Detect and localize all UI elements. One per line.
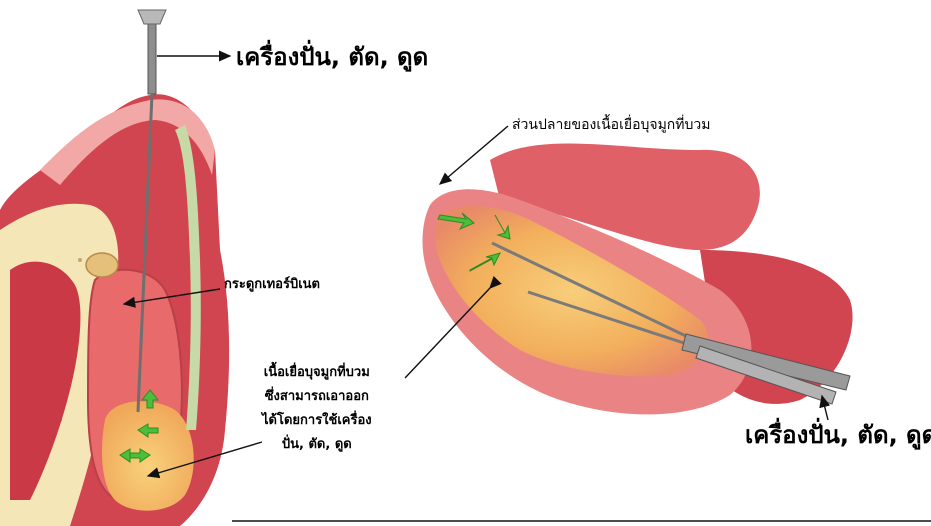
- instrument-handle-left: [138, 10, 166, 24]
- left-cross-section: [0, 10, 229, 526]
- label-swollen-tissue-line-4: ปั่น, ตัด, ดูด: [262, 433, 372, 457]
- sinus-opening: [86, 253, 118, 277]
- instrument-shaft-left: [148, 22, 156, 94]
- label-polyp-tip: ส่วนปลายของเนื้อเยื่อบุจมูกที่บวม: [512, 117, 710, 135]
- right-tissue-illustration: [423, 143, 853, 414]
- label-instrument-right: เครื่องปั่น, ตัด, ดูด: [745, 420, 931, 450]
- label-instrument-top: เครื่องปั่น, ตัด, ดูด: [236, 42, 428, 72]
- label-swollen-tissue: เนื้อเยื่อบุจมูกที่บวม ซึ่งสามารถเอาออก …: [262, 361, 372, 457]
- label-turbinate-bone: กระดูกเทอร์บิเนต: [224, 277, 320, 293]
- label-swollen-tissue-line-1: เนื้อเยื่อบุจมูกที่บวม: [262, 361, 372, 385]
- label-swollen-tissue-line-2: ซึ่งสามารถเอาออก: [262, 385, 372, 409]
- label-swollen-tissue-line-3: ได้โดยการใช้เครื่อง: [262, 409, 372, 433]
